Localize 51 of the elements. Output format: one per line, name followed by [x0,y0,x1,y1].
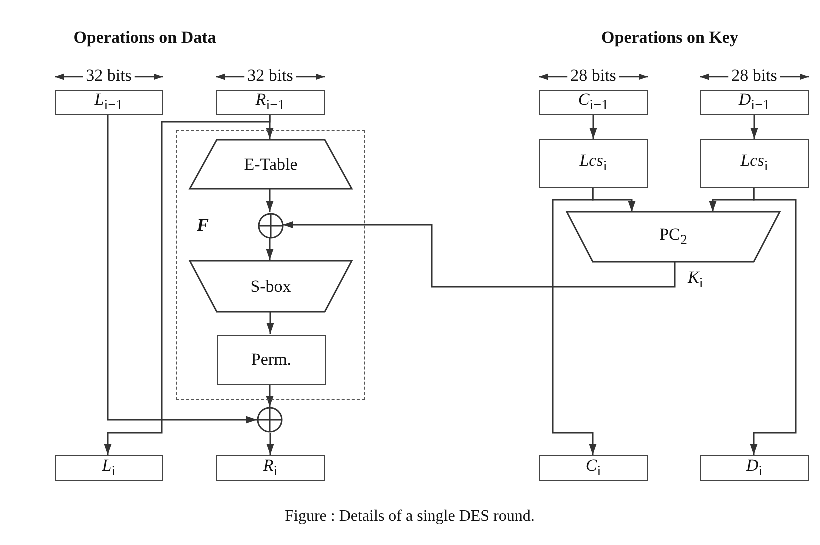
block-label: C$_{i−1}$ [578,90,609,115]
arrow [266,188,274,212]
figure-caption: Figure : Details of a single DES round. [285,508,535,526]
function-label: F [197,215,210,236]
block-label: Lcs$_{i}$ [580,151,608,176]
arrow [107,115,257,424]
arrow [266,433,274,455]
process-box [539,139,648,188]
trapezoid-block [190,140,352,189]
arrow [266,311,274,334]
arrow [590,115,598,139]
process-box [55,90,163,115]
block-label: R$_{i−1}$ [256,90,286,115]
xor-symbol [257,407,283,433]
process-box [216,90,325,115]
block-label: R$_{i}$ [263,456,278,480]
block-label: E-Table [244,154,298,174]
dimension-label: 28 bits [570,66,616,86]
block-label: S-box [250,276,292,296]
block-label: PC$_{2}$ [660,224,688,250]
arrow [750,188,797,455]
dimension-label: 28 bits [732,66,778,86]
process-box [539,455,648,481]
block-label: D$_{i}$ [746,456,763,480]
arrow [104,115,271,455]
arrow [266,384,274,407]
dimension-label: 32 bits [248,66,294,86]
block-label: C$_{i}$ [586,456,602,480]
arrow [750,115,758,139]
section-heading: Operations on Data [74,28,216,48]
block-label: L$_{i−1}$ [94,90,124,115]
block-label: L$_{i}$ [102,456,116,480]
block-label: Lcs$_{i}$ [740,151,768,176]
dimension-label: 32 bits [86,66,132,86]
arrow [552,188,597,455]
block-label: D$_{i−1}$ [738,90,770,115]
arrow [266,238,274,260]
section-heading: Operations on Key [602,28,738,48]
block-label: Perm. [251,350,292,370]
trapezoid-block [190,261,352,312]
trapezoid-block [567,212,780,262]
process-box [217,335,326,385]
process-box [700,139,809,188]
process-box [55,455,163,481]
process-box [216,455,325,481]
xor-symbol [258,213,284,239]
arrow [283,221,676,288]
process-box [539,90,648,115]
function-region [176,130,365,400]
process-box [700,90,809,115]
process-box [700,455,809,481]
